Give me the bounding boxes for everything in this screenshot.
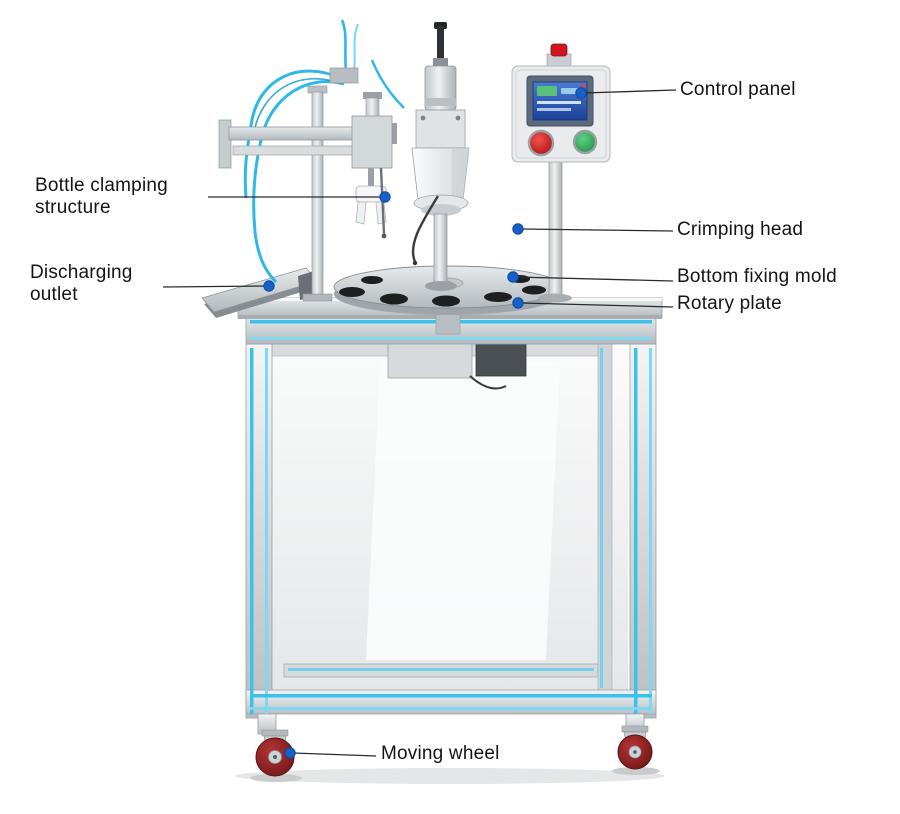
callout-dot-bottle-clamping [379, 191, 391, 203]
callout-dot-discharging-outlet [263, 280, 275, 292]
emergency-stop-button [550, 43, 568, 57]
screen-display [526, 75, 594, 127]
support-column [302, 85, 333, 302]
label-bottle-clamping-structure: Bottle clamping structure [35, 175, 168, 218]
callout-dot-rotary-plate [512, 297, 524, 309]
label-moving-wheel: Moving wheel [381, 743, 500, 764]
floor-shadow [235, 768, 665, 784]
stop-button [527, 129, 555, 157]
callout-line-control-panel [582, 89, 677, 94]
label-crimping-head: Crimping head [677, 219, 804, 240]
callout-dot-moving-wheel [284, 747, 296, 759]
crimping-head-assembly [411, 22, 470, 291]
caster-wheel-right [612, 725, 660, 775]
callout-line-moving-wheel [292, 752, 377, 757]
callout-dot-control-panel [575, 87, 587, 99]
discharging-chute [201, 267, 319, 318]
callout-line-crimping-head [520, 228, 674, 232]
callout-lines [162, 89, 677, 757]
air-tubes [243, 19, 405, 284]
caster-wheel-left [250, 729, 302, 782]
label-rotary-plate: Rotary plate [677, 293, 782, 314]
callout-dot-bottom-fixing-mold [507, 271, 519, 283]
callout-dot-crimping-head [512, 223, 524, 235]
bottle-clamping-assembly [218, 67, 397, 239]
callout-line-rotary-plate [520, 302, 674, 308]
label-bottom-fixing-mold: Bottom fixing mold [677, 266, 837, 287]
cabinet-interior [271, 343, 628, 693]
label-control-panel: Control panel [680, 79, 796, 100]
control-panel-unit [511, 43, 611, 163]
cabinet-frame [245, 315, 657, 735]
start-button [572, 129, 598, 155]
callout-dots [263, 87, 587, 759]
callout-line-discharging-outlet [162, 285, 272, 288]
label-discharging-outlet: Discharging outlet [30, 262, 133, 305]
callout-line-bottom-fixing-mold [515, 276, 674, 282]
